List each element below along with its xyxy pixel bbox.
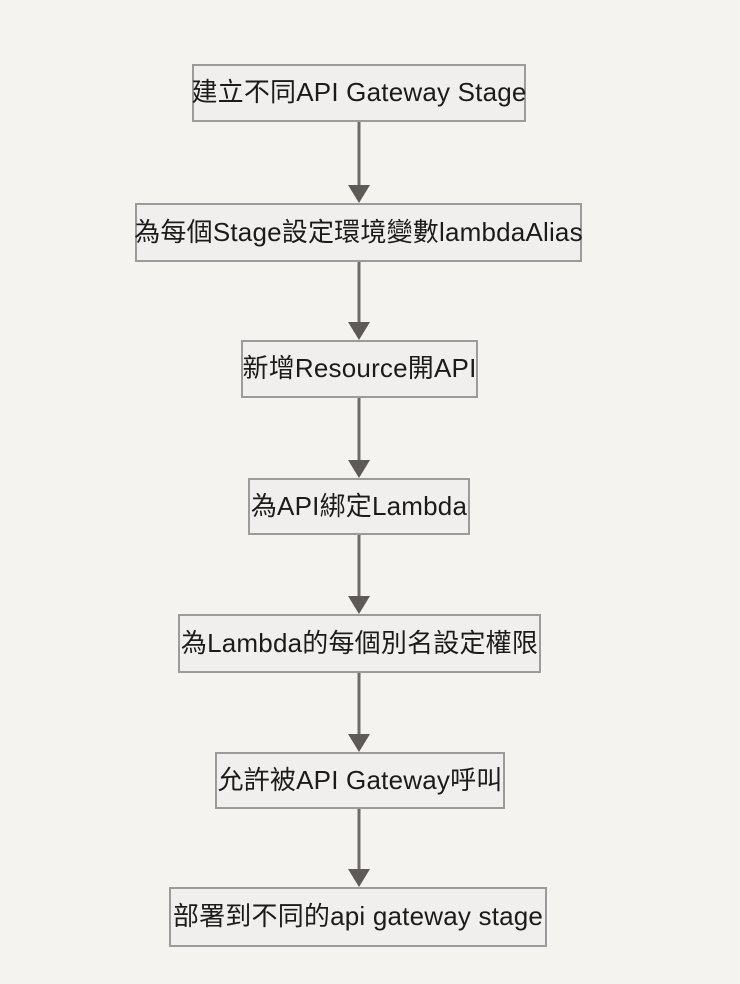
flow-node-label: 部署到不同的api gateway stage bbox=[172, 901, 544, 931]
flow-node-add-resource: 新增Resource開API bbox=[241, 340, 478, 398]
flow-node-label: 為Lambda的每個別名設定權限 bbox=[180, 627, 539, 658]
flow-node-bind-lambda: 為API綁定Lambda bbox=[248, 478, 470, 535]
flow-arrow-5 bbox=[347, 673, 371, 752]
flow-node-deploy-stage: 部署到不同的api gateway stage bbox=[169, 887, 547, 947]
flow-node-create-stage: 建立不同API Gateway Stage bbox=[191, 64, 527, 122]
flow-arrow-4 bbox=[347, 535, 371, 614]
arrow-line bbox=[357, 122, 361, 190]
flow-arrow-6 bbox=[347, 809, 371, 887]
flow-node-label: 為API綁定Lambda bbox=[250, 490, 468, 521]
arrow-down-icon bbox=[348, 460, 370, 478]
flow-node-stage-variable: 為每個Stage設定環境變數lambdaAlias bbox=[134, 203, 583, 262]
arrow-line bbox=[357, 673, 361, 739]
flow-node-allow-invoke: 允許被API Gateway呼叫 bbox=[215, 752, 505, 809]
flow-arrow-2 bbox=[347, 262, 371, 340]
flow-node-label: 建立不同API Gateway Stage bbox=[191, 77, 527, 107]
arrow-line bbox=[357, 535, 361, 601]
flow-node-label: 為每個Stage設定環境變數lambdaAlias bbox=[134, 216, 583, 247]
flow-node-label: 允許被API Gateway呼叫 bbox=[217, 764, 503, 795]
arrow-down-icon bbox=[348, 322, 370, 340]
arrow-down-icon bbox=[348, 734, 370, 752]
flow-arrow-1 bbox=[347, 122, 371, 203]
arrow-line bbox=[357, 809, 361, 874]
flow-node-alias-permission: 為Lambda的每個別名設定權限 bbox=[178, 614, 541, 673]
arrow-down-icon bbox=[348, 869, 370, 887]
arrow-line bbox=[357, 398, 361, 465]
arrow-down-icon bbox=[348, 185, 370, 203]
arrow-line bbox=[357, 262, 361, 327]
arrow-down-icon bbox=[348, 596, 370, 614]
flow-node-label: 新增Resource開API bbox=[242, 353, 477, 383]
flow-arrow-3 bbox=[347, 398, 371, 478]
